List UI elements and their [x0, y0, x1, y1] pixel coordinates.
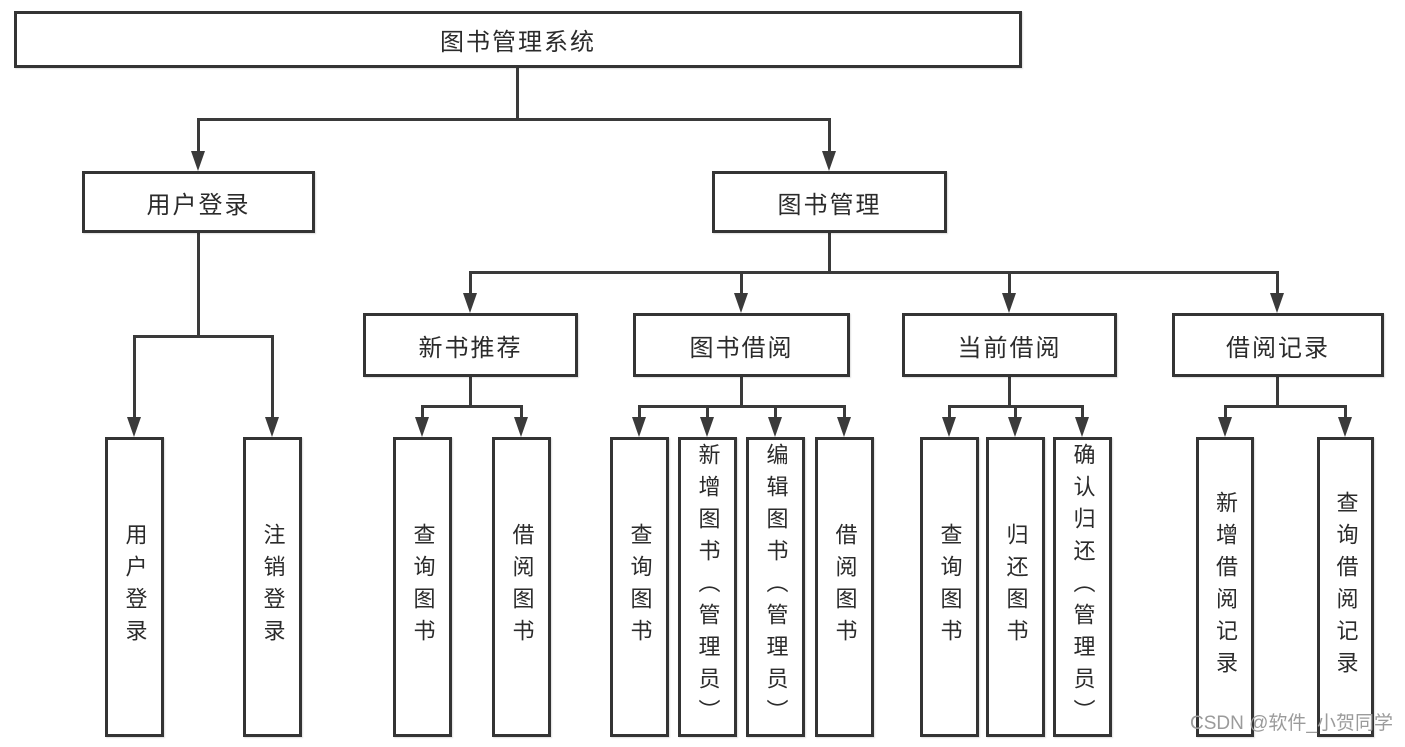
arrow-down-icon — [415, 417, 429, 437]
connector-line — [843, 405, 846, 419]
leaf-query-books-borrowing: 查询图书 — [610, 437, 669, 737]
connector-line — [638, 405, 846, 408]
leaf-query-books-recommend: 查询图书 — [393, 437, 452, 737]
node-user-login: 用户登录 — [82, 171, 315, 233]
arrow-down-icon — [127, 417, 141, 437]
arrow-down-icon — [734, 293, 748, 313]
arrow-down-icon — [700, 417, 714, 437]
arrow-down-icon — [191, 151, 205, 171]
arrow-down-icon — [837, 417, 851, 437]
connector-line — [271, 335, 274, 419]
connector-line — [740, 271, 743, 295]
arrow-down-icon — [768, 417, 782, 437]
arrow-down-icon — [265, 417, 279, 437]
leaf-return-books: 归还图书 — [986, 437, 1045, 737]
arrow-down-icon — [1002, 293, 1016, 313]
connector-line — [706, 405, 709, 419]
leaf-edit-books-admin: 编辑图书（管理员） — [746, 437, 805, 737]
connector-line — [516, 68, 519, 120]
leaf-confirm-return-admin: 确认归还（管理员） — [1053, 437, 1112, 737]
connector-line — [828, 233, 831, 273]
arrow-down-icon — [1218, 417, 1232, 437]
connector-line — [133, 335, 136, 419]
leaf-query-books-current: 查询图书 — [920, 437, 979, 737]
connector-line — [1224, 405, 1227, 419]
connector-line — [774, 405, 777, 419]
connector-line — [197, 118, 831, 121]
arrow-down-icon — [463, 293, 477, 313]
connector-line — [1008, 271, 1011, 295]
connector-line — [740, 377, 743, 407]
arrow-down-icon — [514, 417, 528, 437]
connector-line — [1224, 405, 1346, 408]
node-book-management: 图书管理 — [712, 171, 947, 233]
leaf-query-borrow-record: 查询借阅记录 — [1317, 437, 1374, 737]
connector-line — [469, 271, 472, 295]
arrow-down-icon — [1338, 417, 1352, 437]
leaf-logout: 注销登录 — [243, 437, 302, 737]
connector-line — [469, 271, 1278, 274]
leaf-add-borrow-record: 新增借阅记录 — [1196, 437, 1254, 737]
leaf-add-books-admin: 新增图书（管理员） — [678, 437, 737, 737]
arrow-down-icon — [1270, 293, 1284, 313]
connector-line — [1081, 405, 1084, 419]
connector-line — [133, 335, 274, 338]
connector-line — [421, 405, 424, 419]
connector-line — [1008, 377, 1011, 407]
csdn-watermark: CSDN @软件_小贺同学 — [1190, 713, 1393, 734]
leaf-borrow-books-recommend: 借阅图书 — [492, 437, 551, 737]
leaf-borrow-books-borrowing: 借阅图书 — [815, 437, 874, 737]
node-current-borrowing: 当前借阅 — [902, 313, 1117, 377]
connector-line — [1344, 405, 1347, 419]
connector-line — [638, 405, 641, 419]
arrow-down-icon — [632, 417, 646, 437]
connector-line — [1276, 271, 1279, 295]
connector-line — [1276, 377, 1279, 407]
connector-line — [828, 118, 831, 153]
arrow-down-icon — [942, 417, 956, 437]
leaf-user-login: 用户登录 — [105, 437, 164, 737]
node-library-system: 图书管理系统 — [14, 11, 1022, 68]
node-borrowing-records: 借阅记录 — [1172, 313, 1384, 377]
arrow-down-icon — [1075, 417, 1089, 437]
connector-line — [948, 405, 951, 419]
arrow-down-icon — [822, 151, 836, 171]
connector-line — [1014, 405, 1017, 419]
connector-line — [421, 405, 523, 408]
node-new-book-recommend: 新书推荐 — [363, 313, 578, 377]
arrow-down-icon — [1008, 417, 1022, 437]
node-book-borrowing: 图书借阅 — [633, 313, 850, 377]
connector-line — [520, 405, 523, 419]
connector-line — [469, 377, 472, 407]
connector-line — [197, 233, 200, 337]
connector-line — [197, 118, 200, 153]
